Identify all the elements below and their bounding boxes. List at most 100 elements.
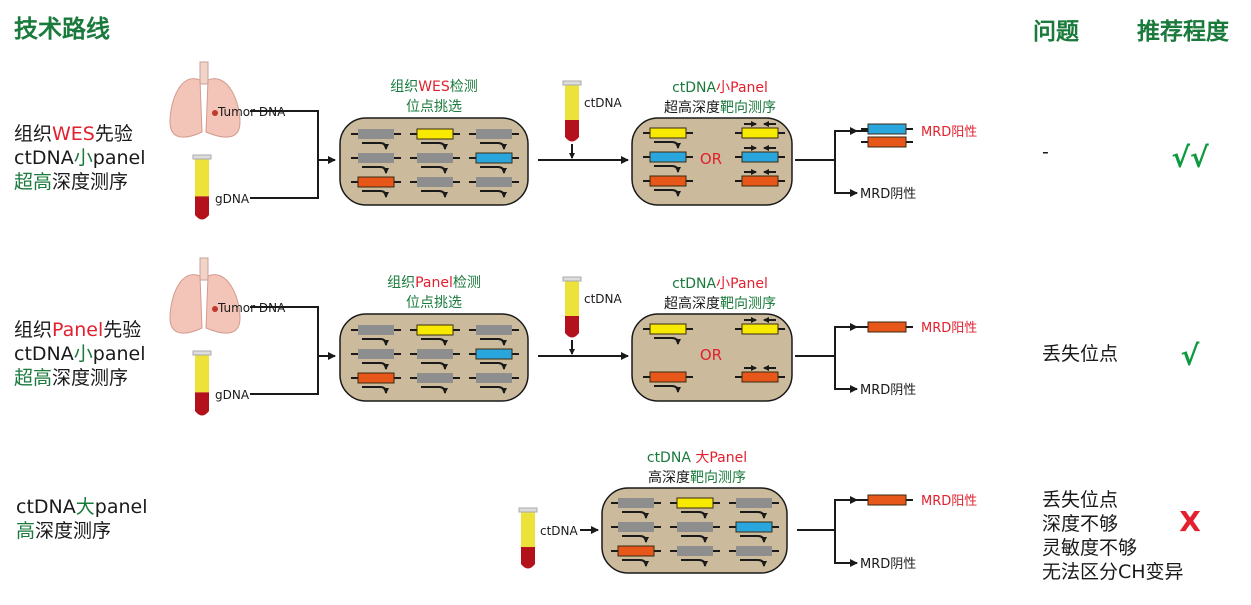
- transcription-arrow-icon: [421, 190, 448, 198]
- selection-title-segment: Panel: [415, 275, 453, 291]
- sequencing-title-segment: ctDNA: [672, 276, 716, 292]
- gene-blue: [729, 521, 779, 543]
- gene-block: [735, 521, 773, 533]
- gene-block: [618, 522, 654, 532]
- gene-block: [649, 323, 687, 335]
- left-lung: [169, 274, 203, 334]
- gene-block: [357, 372, 395, 384]
- blood-tube-icon: [192, 350, 212, 416]
- selection-title-segment: 组织: [390, 79, 418, 95]
- trachea: [199, 61, 209, 85]
- branch-line: [834, 326, 870, 390]
- sequencing-title-line: ctDNA小Panel: [672, 80, 768, 96]
- selection-title-segment: 检测: [453, 275, 481, 291]
- sequencing-title-line: ctDNA小Panel: [672, 276, 768, 292]
- tumor-dot: [212, 306, 218, 312]
- gene-block: [416, 128, 454, 140]
- transcription-arrow-icon: [740, 559, 767, 567]
- transcription-arrow-icon: [421, 362, 448, 370]
- tube-rim: [518, 507, 538, 513]
- approach-label-segment: 高: [16, 520, 35, 542]
- blood-cells: [521, 547, 535, 569]
- tube-rim: [192, 350, 212, 356]
- approach-label-segment: 深度测序: [35, 520, 111, 542]
- gene-gray: [410, 349, 460, 370]
- approach-label-segment: WES: [52, 123, 95, 145]
- sequencing-title-segment: 靶向测序: [720, 296, 776, 312]
- branch-line: [834, 499, 870, 564]
- gene-block: [476, 129, 512, 139]
- approach-label-line: 超高深度测序: [14, 367, 128, 389]
- approach-label-segment: Panel: [52, 319, 103, 341]
- gene-block: [736, 498, 772, 508]
- gene-gray: [670, 522, 720, 543]
- gene-block: [741, 323, 779, 335]
- gene-gray: [469, 373, 519, 394]
- plasma: [565, 84, 579, 120]
- branch-line: [834, 130, 870, 194]
- page-title: 技术路线: [14, 15, 110, 43]
- sequencing-title-segment: 超高深度: [664, 295, 720, 312]
- transcription-arrow-icon: [480, 142, 507, 150]
- blood-tube-icon: [562, 80, 582, 142]
- ctdna-label: ctDNA: [584, 292, 623, 306]
- mrd-negative-label: MRD阴性: [860, 383, 916, 398]
- or-label: OR: [700, 346, 722, 364]
- gene-orange: [861, 136, 913, 148]
- gene-orange: [351, 176, 401, 198]
- ctdna-label: ctDNA: [540, 524, 579, 538]
- gene-blue: [469, 152, 519, 174]
- lung-icon: [169, 61, 241, 138]
- gene-orange: [611, 545, 661, 567]
- gene-block: [357, 176, 395, 188]
- approach-label-segment: ctDNA: [14, 147, 74, 169]
- approach-label-segment: 先验: [103, 319, 141, 341]
- tube-rim: [562, 80, 582, 86]
- gene-block: [741, 127, 779, 139]
- sequencing-title-line: 超高深度靶向测序: [664, 99, 776, 116]
- gene-orange: [735, 365, 785, 383]
- sequencing-title-segment: 小Panel: [716, 276, 768, 292]
- right-lung: [205, 78, 241, 138]
- approach-label-line: 高深度测序: [16, 520, 111, 542]
- selection-title-segment: 检测: [450, 79, 478, 95]
- sequencing-title-segment: 超高深度: [664, 99, 720, 116]
- problem-column-header: 问题: [1033, 19, 1079, 45]
- gene-gray: [410, 153, 460, 174]
- gene-gray: [469, 129, 519, 150]
- approach-label-segment: 组织: [14, 123, 52, 145]
- gene-block: [649, 175, 687, 187]
- gene-yellow: [735, 121, 785, 139]
- approach-label-segment: ctDNA: [14, 343, 74, 365]
- approach-label-line: ctDNA大panel: [16, 496, 147, 518]
- gene-blue: [469, 348, 519, 370]
- selection-title-segment: 组织: [387, 275, 415, 291]
- transcription-arrow-icon: [480, 386, 507, 394]
- mrd-negative-label: MRD阴性: [860, 187, 916, 202]
- sequencing-title-segment: 大Panel: [695, 450, 747, 466]
- transcription-arrow-icon: [654, 337, 681, 345]
- gene-block: [649, 151, 687, 163]
- approach-label-segment: 小: [74, 147, 93, 169]
- gene-gray: [611, 522, 661, 543]
- blood-tube-icon: [562, 276, 582, 338]
- sequencing-title-line: 超高深度靶向测序: [664, 295, 776, 312]
- approach-label-segment: panel: [93, 343, 146, 365]
- mrd-negative-label: MRD阴性: [860, 557, 916, 572]
- transcription-arrow-icon: [681, 535, 708, 543]
- problem-text: 丢失位点: [1042, 343, 1118, 365]
- transcription-arrow-icon: [362, 190, 389, 198]
- transcription-arrow-icon: [421, 338, 448, 346]
- gene-blue: [643, 151, 693, 173]
- gene-block: [677, 522, 713, 532]
- blood-cells: [195, 392, 209, 416]
- gene-gray: [469, 177, 519, 198]
- mrd-positive-label: MRD阳性: [921, 125, 977, 140]
- transcription-arrow-icon: [654, 165, 681, 173]
- tumor-dot: [212, 110, 218, 116]
- gene-gray: [729, 546, 779, 567]
- transcription-arrow-icon: [740, 511, 767, 519]
- selection-title-line: 组织WES检测: [390, 79, 478, 95]
- sequencing-title-segment: ctDNA: [672, 80, 716, 96]
- lung-icon: [169, 257, 241, 334]
